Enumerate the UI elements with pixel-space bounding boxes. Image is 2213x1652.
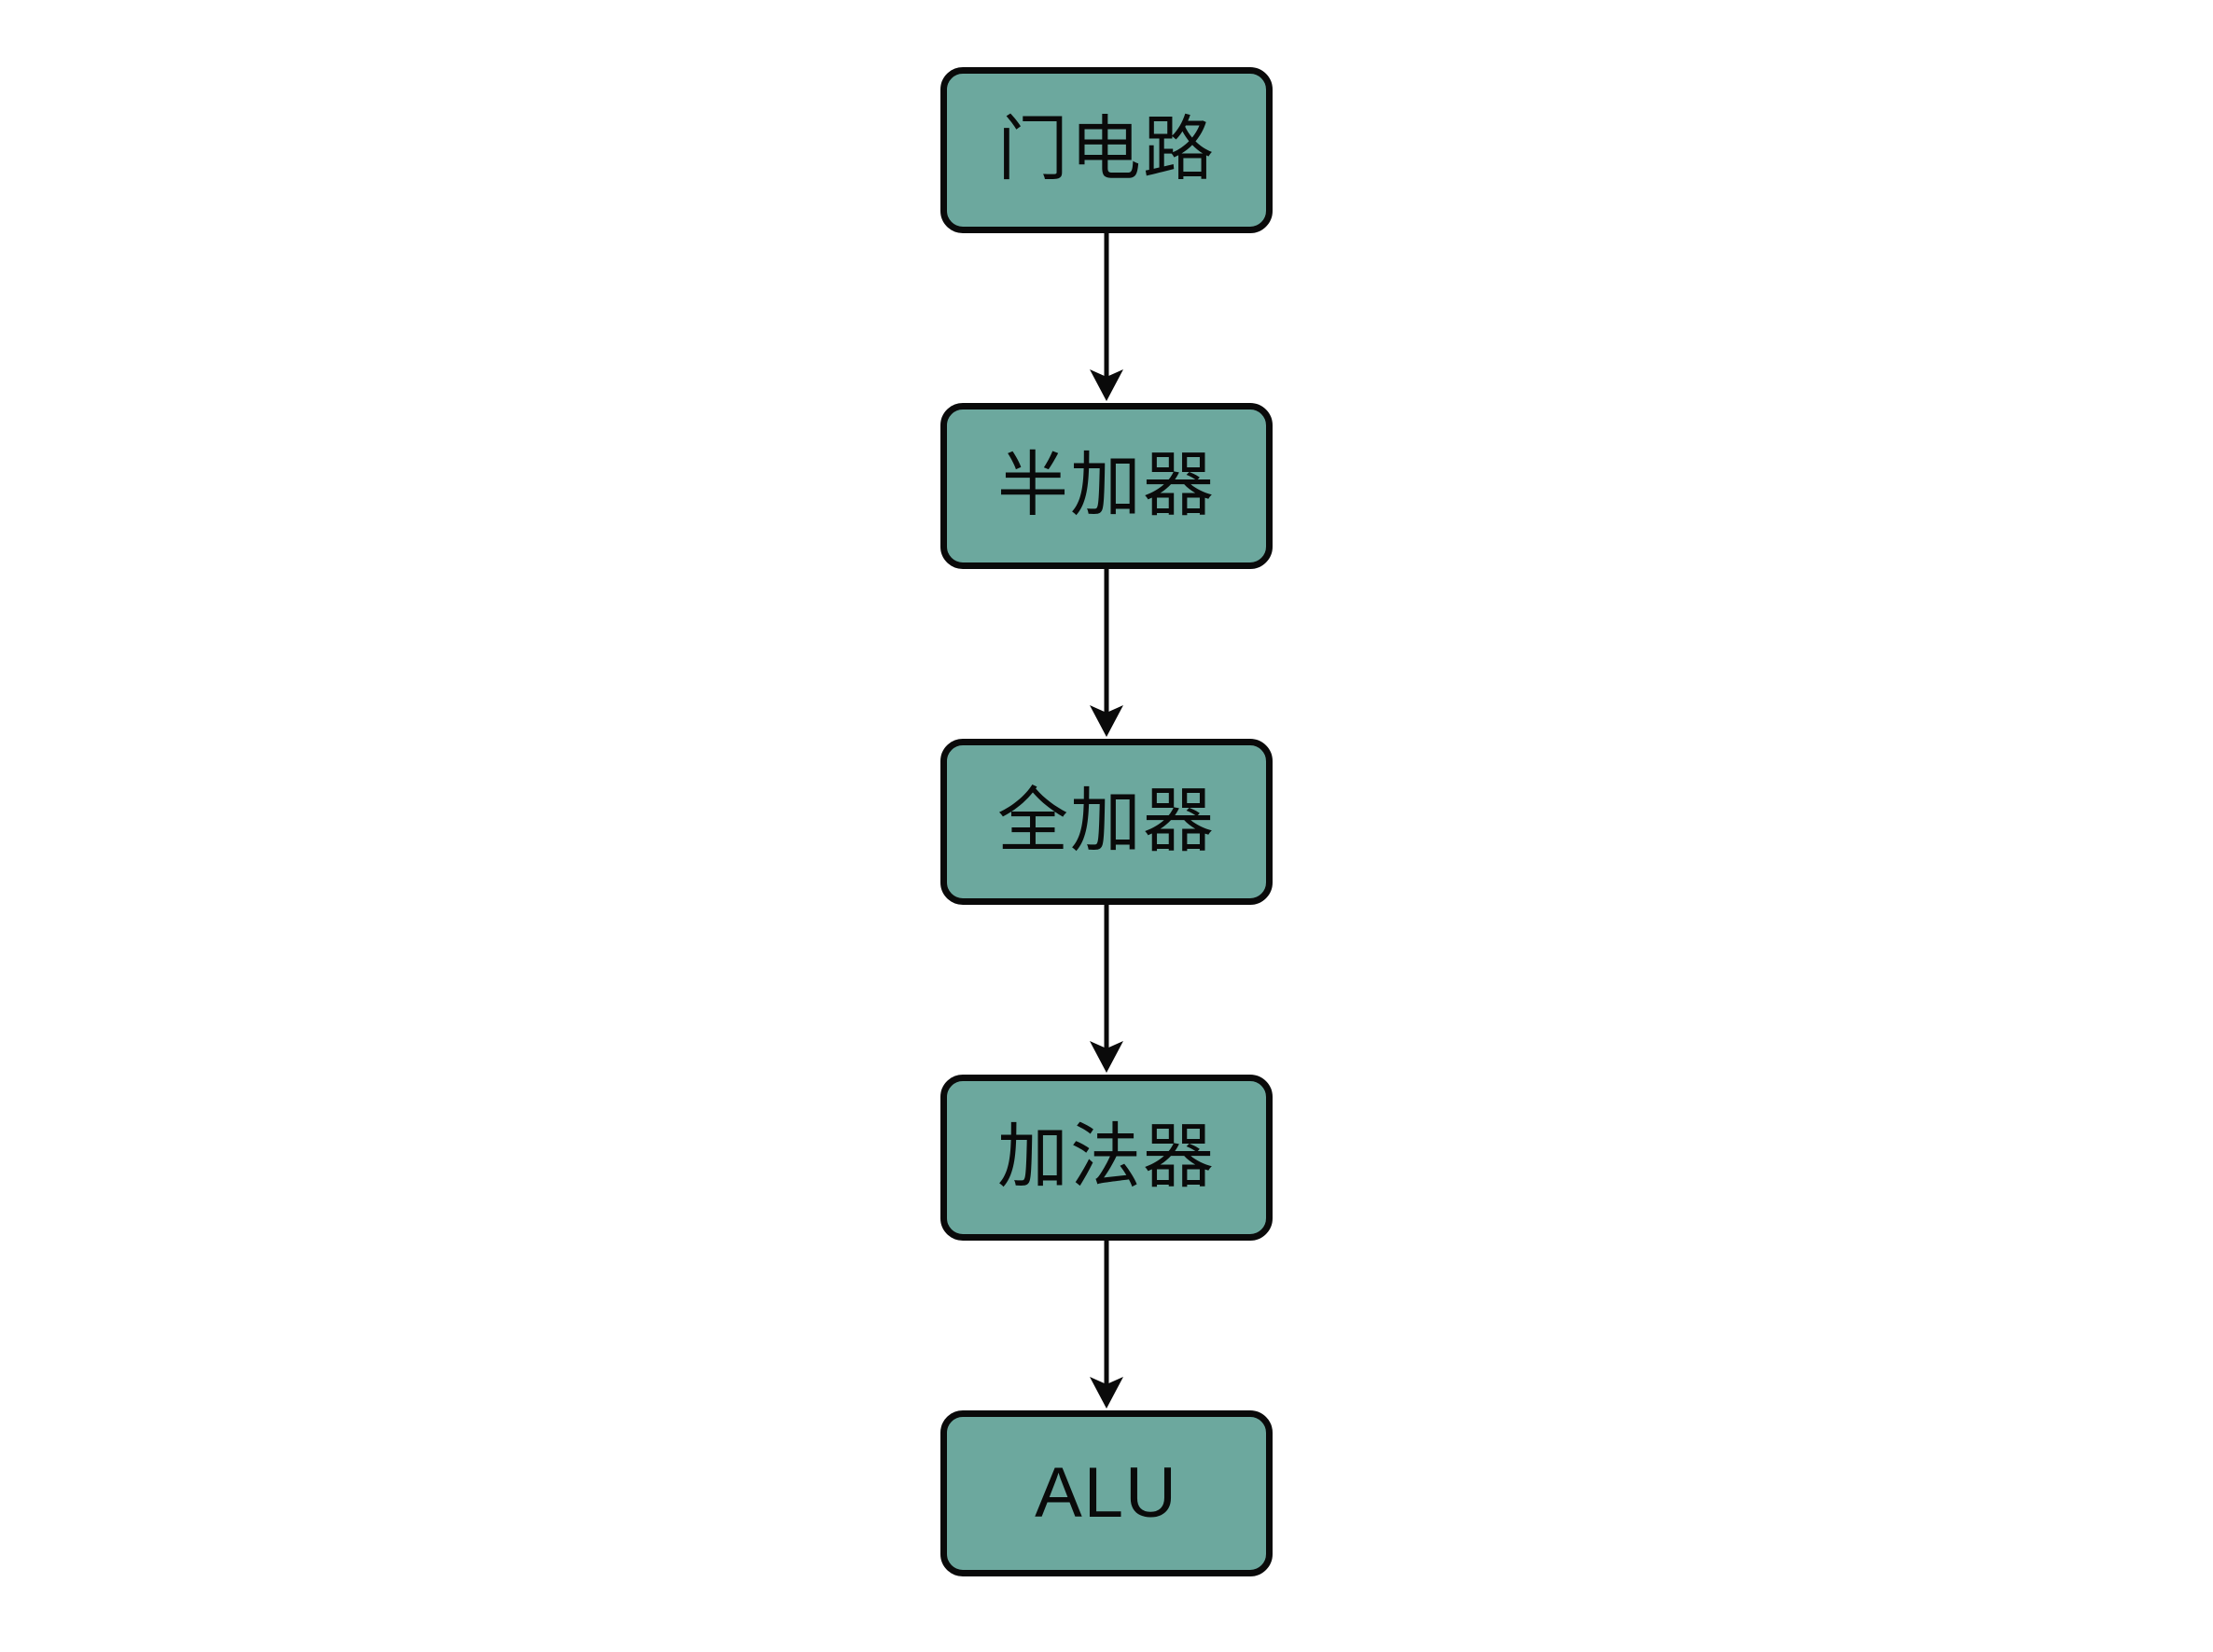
arrow-head-icon — [1090, 1041, 1123, 1073]
node-adder: 加法器 — [940, 1075, 1273, 1241]
connector-arrow-3 — [1090, 905, 1123, 1073]
node-half-adder: 半加器 — [940, 403, 1273, 569]
connector-arrow-4 — [1090, 1241, 1123, 1409]
node-gate-circuit: 门电路 — [940, 67, 1273, 233]
arrow-head-icon — [1090, 369, 1123, 401]
arrow-head-icon — [1090, 1377, 1123, 1409]
node-alu-label: ALU — [1035, 1453, 1178, 1533]
connector-arrow-1 — [1090, 233, 1123, 401]
node-alu: ALU — [940, 1410, 1273, 1576]
connector-arrow-2 — [1090, 569, 1123, 737]
node-full-adder: 全加器 — [940, 739, 1273, 905]
arrow-head-icon — [1090, 705, 1123, 737]
node-full-adder-label: 全加器 — [997, 782, 1216, 861]
node-half-adder-label: 半加器 — [997, 446, 1216, 525]
node-gate-circuit-label: 门电路 — [997, 110, 1216, 189]
node-adder-label: 加法器 — [997, 1118, 1216, 1197]
